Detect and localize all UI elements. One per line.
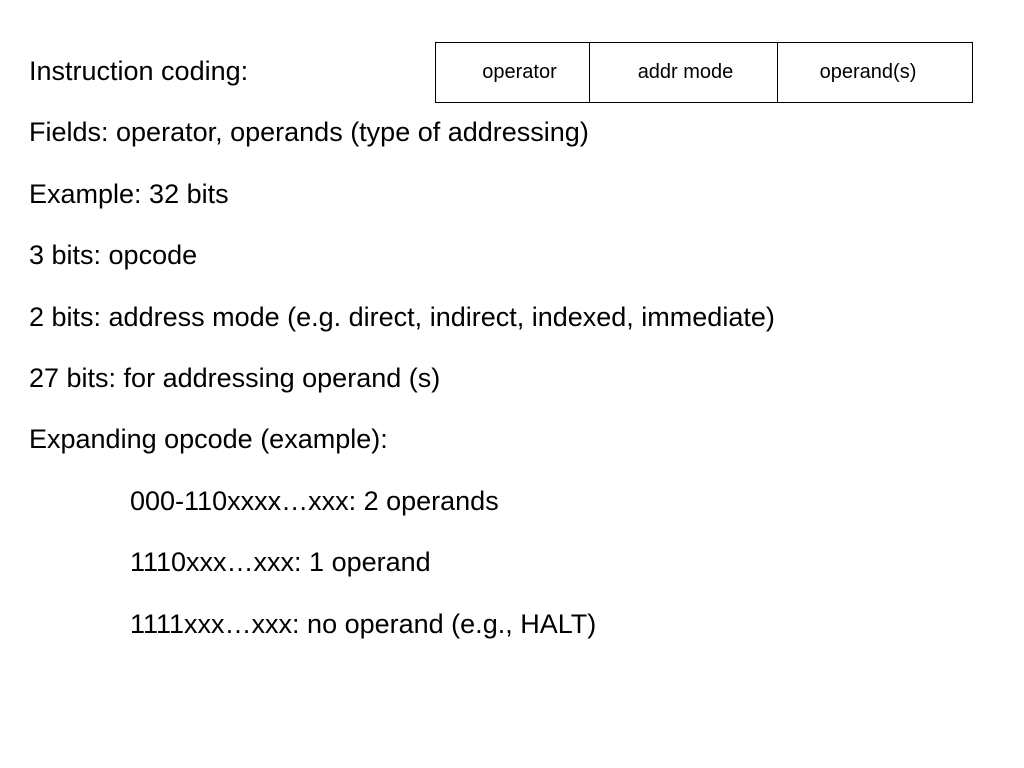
text-line-no-operand: 1111xxx…xxx: no operand (e.g., HALT) — [130, 608, 597, 639]
text-line-address-mode-bits: 2 bits: address mode (e.g. direct, indir… — [29, 301, 775, 332]
text-line-two-operands: 000-110xxxx…xxx: 2 operands — [130, 485, 499, 516]
text-line-operand-bits: 27 bits: for addressing operand (s) — [29, 362, 441, 393]
instruction-format-diagram: operator addr mode operand(s) — [435, 42, 973, 103]
format-field-addr-mode: addr mode — [589, 43, 777, 102]
slide-body: Instruction coding: Fields: operator, op… — [29, 58, 1009, 672]
text-line-fields: Fields: operator, operands (type of addr… — [29, 117, 589, 148]
slide-heading: Instruction coding: — [29, 56, 249, 86]
text-line-opcode-bits: 3 bits: opcode — [29, 240, 198, 271]
text-line-example: Example: 32 bits — [29, 178, 229, 209]
text-line-one-operand: 1110xxx…xxx: 1 operand — [130, 547, 431, 578]
format-field-operator: operator — [482, 60, 557, 83]
text-line-expanding-opcode: Expanding opcode (example): — [29, 424, 388, 455]
format-field-operands: operand(s) — [777, 43, 972, 102]
